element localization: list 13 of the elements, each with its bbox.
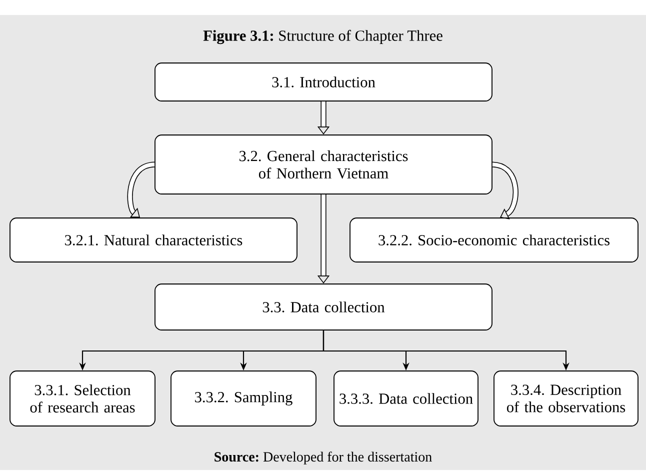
section-box: 3.3.2. Sampling (170, 370, 316, 426)
source-caption: Source: Developed for the dissertation (214, 452, 432, 464)
section-box: 3.3. Data collection (154, 284, 492, 330)
section-box: 3.3.3. Data collection (334, 370, 478, 426)
curved-arrow (127, 162, 155, 218)
section-box: 3.2.2. Socio-economic characteristics (350, 218, 638, 262)
figure-title: Figure 3.1: Structure of Chapter Three (203, 30, 442, 44)
section-box: 3.2.1. Natural characteristics (10, 218, 298, 262)
curved-arrow (492, 162, 518, 220)
section-box: 3.1. Introduction (154, 62, 492, 102)
section-box: 3.2. General characteristics of Northern Vietnam (154, 134, 492, 194)
section-box: 3.3.4. Description of the observations (494, 370, 638, 426)
section-box: 3.3.1. Selection of research areas (10, 370, 156, 426)
